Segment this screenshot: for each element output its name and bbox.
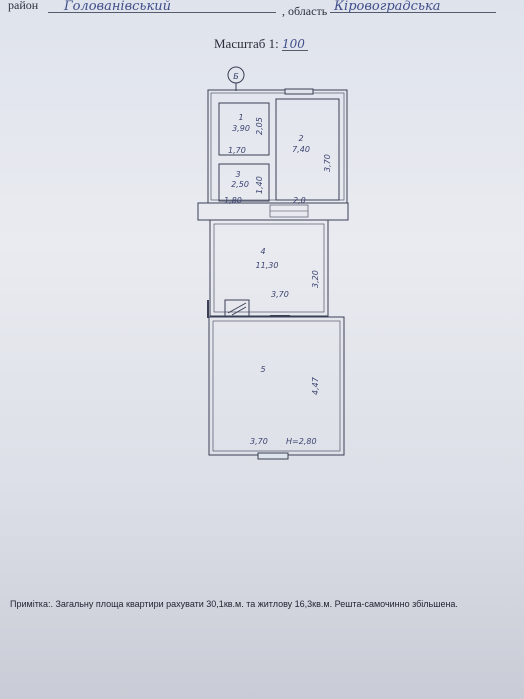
window-bottom — [257, 452, 289, 460]
district-label: район — [8, 0, 39, 12]
footnote: Примітка:. Загальну площа квартири рахув… — [10, 599, 458, 609]
region-value: Кіровоградська — [334, 0, 441, 14]
dim-3-70-right: 3,70 — [323, 154, 332, 172]
room-5-outline — [208, 316, 345, 456]
dim-3-70-bottom: 3,70 — [250, 437, 268, 446]
room-1-area: 3,90 — [232, 124, 250, 133]
district-value: Голованівський — [64, 0, 172, 14]
room-1-outline — [218, 102, 270, 156]
region-label: , область — [282, 4, 328, 18]
dim-2-0: 2,0 — [293, 196, 306, 205]
axis-marker-label: Б — [233, 72, 239, 81]
dim-3-20: 3,20 — [311, 270, 320, 288]
room-4-area: 11,30 — [256, 261, 279, 270]
room-4-outline — [209, 219, 329, 317]
scale-underline — [282, 50, 308, 51]
room-3-area: 2,50 — [231, 180, 249, 189]
region-underline — [330, 12, 496, 13]
room-2-number: 2 — [298, 134, 303, 143]
dim-4-47: 4,47 — [311, 376, 320, 395]
dim-1-40: 1,40 — [255, 176, 264, 194]
room-2-area: 7,40 — [292, 145, 310, 154]
room-3-outline — [218, 163, 270, 202]
window-top — [284, 88, 314, 95]
room-4-number: 4 — [260, 247, 265, 256]
room-3-number: 3 — [235, 170, 240, 179]
scale-caption: Масштаб 1: 100 — [214, 36, 305, 52]
dim-3-70-mid: 3,70 — [271, 290, 289, 299]
wall-band — [197, 202, 349, 221]
scale-label: Масштаб 1: — [214, 36, 279, 51]
room-1-number: 1 — [238, 113, 243, 122]
dim-ceiling-height: Н=2,80 — [286, 437, 317, 446]
dim-1-70: 1,70 — [228, 146, 246, 155]
scale-value: 100 — [281, 37, 305, 51]
dim-1-80: 1,80 — [224, 196, 242, 205]
district-underline — [48, 12, 276, 13]
room-5-number: 5 — [260, 365, 265, 374]
dim-2-05: 2,05 — [255, 117, 264, 135]
room-2-outline — [275, 98, 340, 201]
